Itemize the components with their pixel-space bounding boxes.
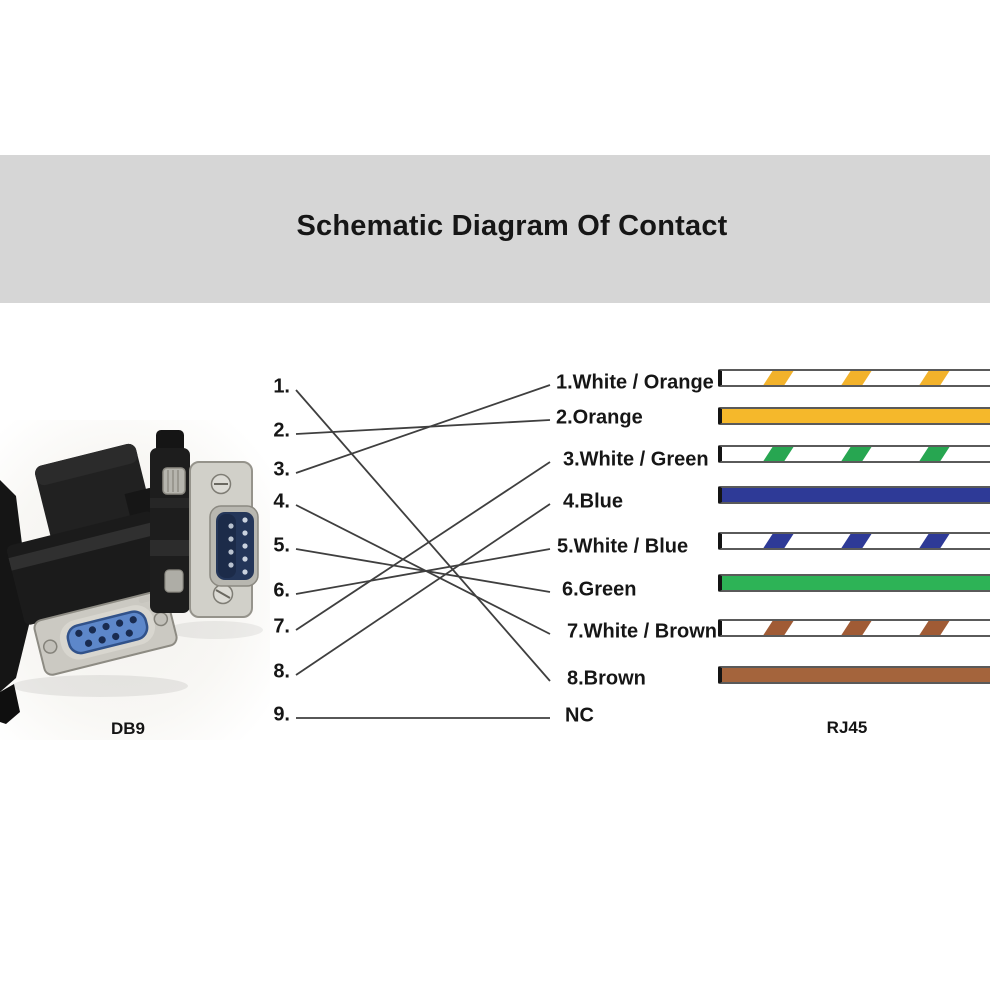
connection-line-db9-7-to-rj45-3 (295, 461, 551, 631)
rj45-label-1: 1.White / Orange (556, 371, 714, 394)
wire-stripe (914, 621, 951, 635)
title-band: Schematic Diagram Of Contact (0, 155, 990, 303)
female-db9-adapter (6, 443, 178, 676)
db9-adapters-photo (0, 420, 270, 740)
db9-pin-7: 7. (273, 615, 290, 638)
wire-stripe (836, 621, 873, 635)
wire-bar-6 (718, 574, 990, 592)
db9-pin-6: 6. (273, 579, 290, 602)
thumbscrew (162, 467, 186, 495)
db9-pin-1: 1. (273, 375, 290, 398)
wire-stripe (836, 371, 873, 385)
wire-bar-5 (718, 532, 990, 550)
db9-pin-4: 4. (273, 490, 290, 513)
wire-stripe (914, 371, 951, 385)
db9-caption: DB9 (110, 719, 145, 738)
wire-stripe (836, 534, 873, 548)
rj45-label-8: 8.Brown (567, 667, 646, 690)
rj45-label-7: 7.White / Brown (567, 620, 717, 643)
db9-pin-2: 2. (273, 419, 290, 442)
wire-bar-3 (718, 445, 990, 463)
wire-stripe (758, 371, 795, 385)
rj45-label-3: 3.White / Green (563, 448, 709, 471)
wire-stripe (914, 447, 951, 461)
db9-pin-9: 9. (273, 703, 290, 726)
db9-pin-3: 3. (273, 458, 290, 481)
male-db9-adapter (150, 430, 259, 618)
connection-line-db9-6-to-rj45-5 (295, 548, 551, 595)
female-db9-holes (75, 616, 137, 647)
wire-bar-8 (718, 666, 990, 684)
wire-stripe (914, 534, 951, 548)
db9-pin-8: 8. (273, 660, 290, 683)
connection-line-db9-4-to-rj45-7 (295, 504, 551, 635)
rj45-label-9: NC (565, 704, 594, 727)
connection-line-db9-8-to-rj45-4 (295, 503, 551, 676)
rj45-label-5: 5.White / Blue (557, 535, 689, 558)
wire-bar-1 (718, 369, 990, 387)
rj45-label-2: 2.Orange (556, 406, 643, 429)
page-title: Schematic Diagram Of Contact (296, 209, 728, 242)
wire-stripe (758, 447, 795, 461)
male-db9-pins (228, 517, 248, 575)
connection-line-db9-2-to-rj45-2 (295, 419, 551, 435)
db9-pin-5: 5. (273, 534, 290, 557)
wire-bar-7 (718, 619, 990, 637)
wire-bar-4 (718, 486, 990, 504)
rj45-caption: RJ45 (826, 718, 868, 737)
wire-bar-2 (718, 407, 990, 425)
connection-line-db9-1-to-rj45-8 (295, 389, 551, 682)
wire-stripe (836, 447, 873, 461)
rj45-label-6: 6.Green (562, 578, 637, 601)
connection-line-db9-5-to-rj45-6 (295, 548, 551, 593)
rj45-label-4: 4.Blue (563, 490, 624, 513)
connection-line-db9-3-to-rj45-1 (295, 384, 551, 474)
left-edge-adapter-fragment (0, 480, 29, 692)
wire-stripe (758, 534, 795, 548)
wire-stripe (758, 621, 795, 635)
